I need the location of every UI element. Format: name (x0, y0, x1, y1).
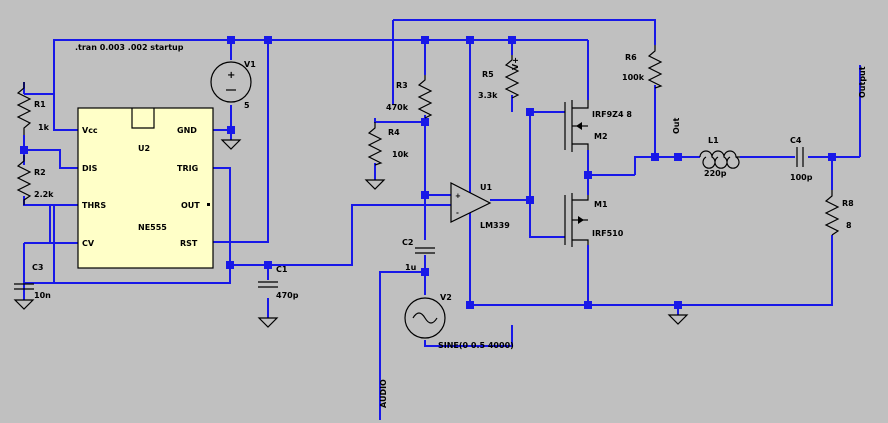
m2-part: IRF9Z4 8 (592, 110, 632, 119)
comparator-u1[interactable]: U1 LM339 + - (450, 182, 510, 230)
voltage-source-v1[interactable]: + V1 5 (210, 60, 256, 110)
wires (23, 19, 861, 420)
ground-icon (220, 139, 242, 150)
r1-ref: R1 (34, 100, 46, 109)
resistor-r5[interactable]: R5 3.3k (478, 55, 520, 100)
plus-icon: + (455, 192, 461, 200)
u1-ref: U1 (480, 183, 492, 192)
inductor-l1[interactable]: L1 220p (699, 136, 740, 178)
c3-value: 10n (34, 291, 51, 300)
mosfet-m1[interactable]: M1 IRF510 (564, 193, 624, 247)
net-label-audio[interactable]: AUDIO (379, 379, 388, 408)
c2-value: 1u (405, 263, 417, 272)
m2-ref: M2 (594, 132, 608, 141)
junctions (20, 36, 836, 309)
pin-gnd-label: GND (177, 126, 197, 135)
capacitor-c4[interactable]: C4 100p (790, 136, 813, 182)
ground-icon (364, 179, 386, 190)
v1-value: 5 (244, 101, 250, 110)
c1-ref: C1 (276, 265, 288, 274)
m1-ref: M1 (594, 200, 608, 209)
r8-value: 8 (846, 221, 852, 230)
resistor-r1[interactable]: R1 1k (16, 82, 50, 135)
l1-ref: L1 (708, 136, 719, 145)
r8-ref: R8 (842, 199, 854, 208)
ground-icon (257, 317, 279, 328)
resistor-r3[interactable]: R3 470k (386, 75, 433, 119)
v2-value: SINE(0 0.5 4000) (438, 341, 514, 350)
net-label-out[interactable]: Out (672, 118, 681, 134)
net-label-output[interactable]: Output (858, 66, 867, 98)
net-label-vplus[interactable]: V+ (511, 57, 520, 70)
plus-icon: + (227, 70, 235, 81)
resistor-r8[interactable]: R8 8 (824, 190, 854, 236)
r5-ref: R5 (482, 70, 494, 79)
capacitor-c3[interactable]: C3 10n (14, 263, 51, 300)
r2-ref: R2 (34, 168, 46, 177)
spice-directive[interactable]: .tran 0.003 .002 startup (75, 43, 184, 52)
r1-value: 1k (38, 123, 50, 132)
minus-icon: - (456, 209, 459, 217)
pin-thrs-label: THRS (82, 201, 106, 210)
c1-value: 470p (276, 291, 299, 300)
r6-value: 100k (622, 73, 645, 82)
ic-ref-label: U2 (138, 144, 150, 153)
ic-part-label: NE555 (138, 223, 167, 232)
r2-value: 2.2k (34, 190, 54, 199)
pin-dis-label: DIS (82, 164, 98, 173)
r3-value: 470k (386, 103, 409, 112)
r3-ref: R3 (396, 81, 408, 90)
ground-icon (13, 299, 35, 310)
pin-out-label: OUT (181, 201, 200, 210)
v2-ref: V2 (440, 293, 452, 302)
c3-ref: C3 (32, 263, 43, 272)
pin-rst-label: RST (180, 239, 198, 248)
resistor-r2[interactable]: R2 2.2k (16, 155, 54, 205)
pin-cv-label: CV (82, 239, 95, 248)
c2-ref: C2 (402, 238, 413, 247)
r5-value: 3.3k (478, 91, 498, 100)
capacitor-c2[interactable]: C2 1u (402, 238, 435, 272)
m1-part: IRF510 (592, 229, 624, 238)
voltage-source-v2[interactable]: V2 SINE(0 0.5 4000) (404, 293, 514, 350)
resistor-r6[interactable]: R6 100k (622, 45, 663, 89)
ne555-ic[interactable]: U2 NE555 Vcc DIS THRS CV GND TRIG OUT RS… (77, 107, 214, 269)
pin-vcc-label: Vcc (82, 126, 98, 135)
pin-trig-label: TRIG (177, 164, 198, 173)
ground-icon (667, 314, 689, 325)
r4-ref: R4 (388, 128, 400, 137)
c4-ref: C4 (790, 136, 802, 145)
resistor-r4[interactable]: R4 10k (367, 122, 409, 166)
capacitor-c1[interactable]: C1 470p (258, 265, 299, 300)
c4-value: 100p (790, 173, 813, 182)
u1-part: LM339 (480, 221, 510, 230)
r6-ref: R6 (625, 53, 637, 62)
r4-value: 10k (392, 150, 409, 159)
mosfet-m2[interactable]: IRF9Z4 8 M2 (564, 100, 632, 152)
l1-value: 220p (704, 169, 727, 178)
v1-ref: V1 (244, 60, 256, 69)
